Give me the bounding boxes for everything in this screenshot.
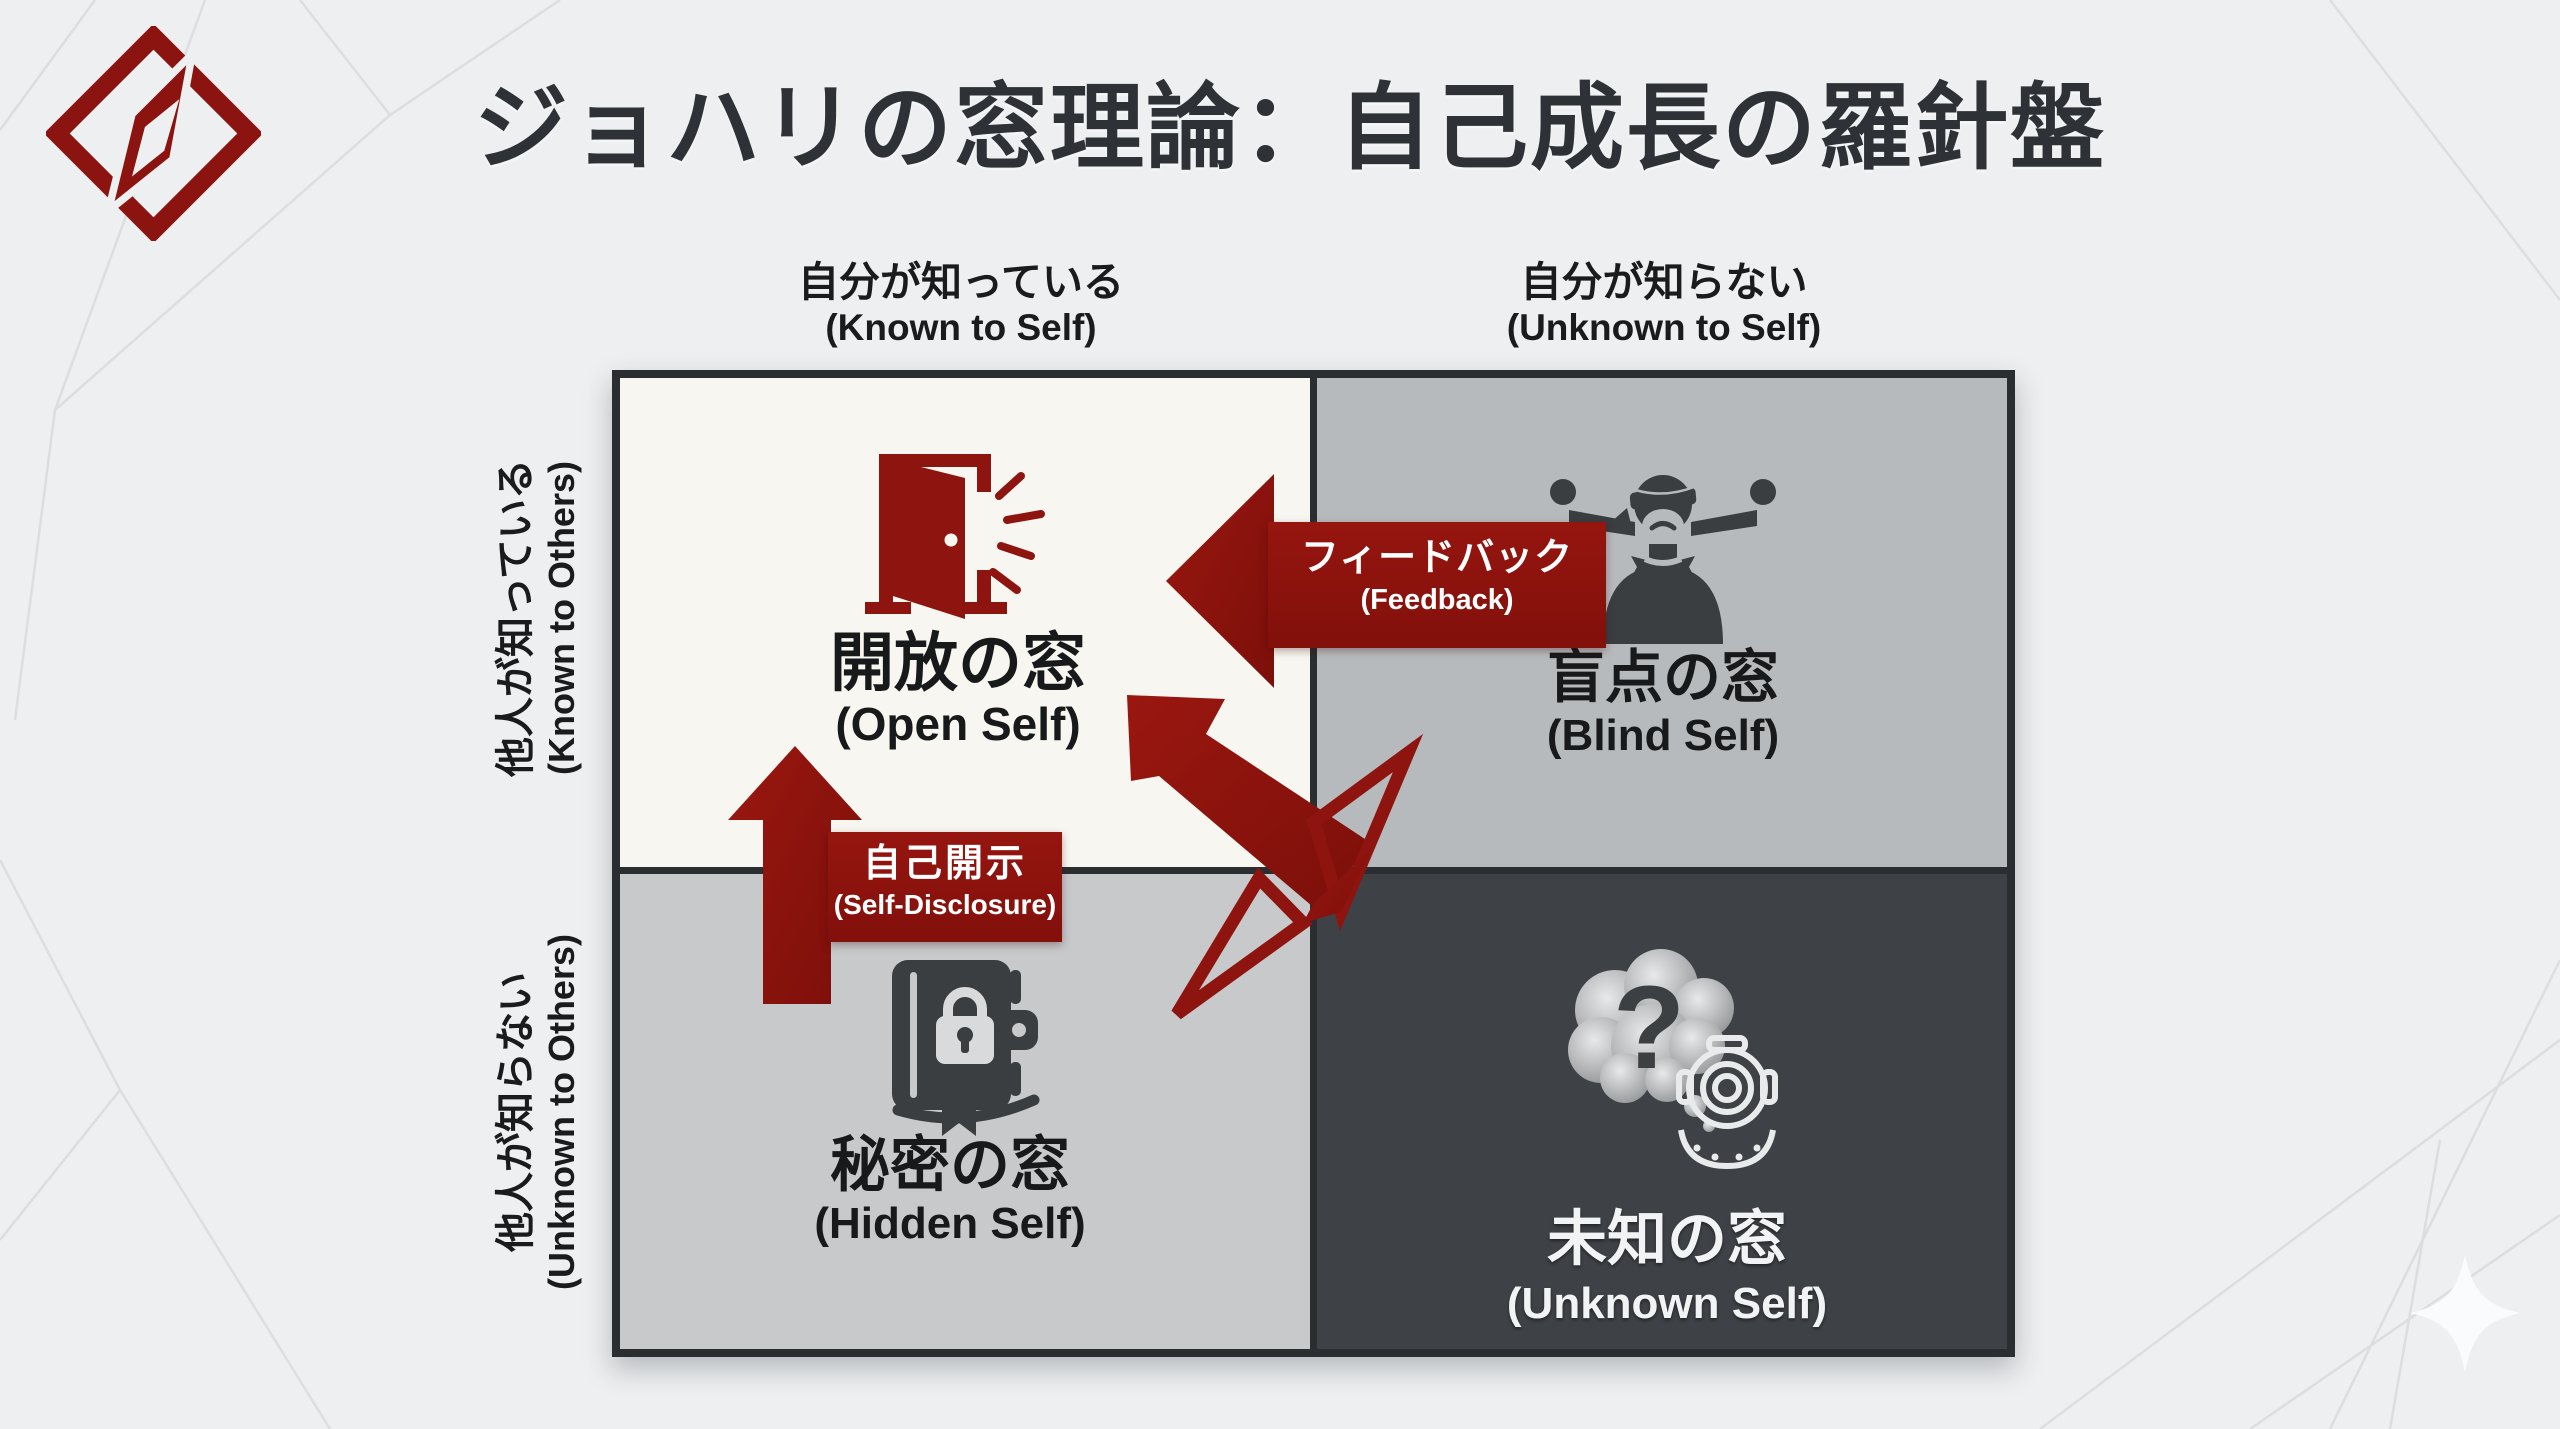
feedback-label: フィードバック (Feedback) bbox=[1268, 522, 1606, 648]
johari-window-matrix: 開放の窓 (Open Self) 盲点の窓 (Blind Sel bbox=[612, 370, 2015, 1357]
self-disclosure-label: 自己開示 (Self-Disclosure) bbox=[828, 832, 1062, 942]
column-header-known-to-self: 自分が知っている (Known to Self) bbox=[701, 258, 1221, 350]
svg-text:?: ? bbox=[1613, 962, 1685, 1094]
column-header-jp: 自分が知っている bbox=[798, 259, 1124, 305]
feedback-arrowhead bbox=[1166, 474, 1274, 688]
self-disclosure-label-jp: 自己開示 bbox=[862, 843, 1027, 885]
page-title: ジョハリの窓理論：自己成長の羅針盤 bbox=[473, 75, 2107, 180]
locked-diary-icon bbox=[892, 960, 1040, 1136]
exchange-arrow-solid bbox=[1127, 695, 1374, 906]
quadrant-unknown-self: ? 未知の窓 (Unknown Self) bbox=[1317, 874, 2007, 1349]
column-header-unknown-to-self: 自分が知らない (Unknown to Self) bbox=[1404, 258, 1924, 350]
quadrant-blind-self: 盲点の窓 (Blind Self) bbox=[1317, 378, 2007, 867]
quadrant-hidden-self: 秘密の窓 (Hidden Self) bbox=[620, 874, 1310, 1349]
quadrant-label-en: (Blind Self) bbox=[1546, 711, 1780, 760]
column-header-en: (Known to Self) bbox=[825, 307, 1097, 348]
feedback-label-en: (Feedback) bbox=[1360, 584, 1514, 616]
quadrant-label-jp: 未知の窓 bbox=[1547, 1205, 1787, 1273]
quadrant-label-jp: 秘密の窓 bbox=[830, 1131, 1070, 1199]
quadrant-label-en: (Unknown Self) bbox=[1506, 1279, 1828, 1328]
exchange-arrow-hollow-tail bbox=[1171, 733, 1424, 1020]
question-cloud-diver-helmet-icon: ? bbox=[1568, 949, 1778, 1170]
column-header-jp: 自分が知らない bbox=[1520, 259, 1808, 305]
feedback-label-jp: フィードバック bbox=[1300, 537, 1574, 579]
blindfolded-person-pointing-icon bbox=[1550, 475, 1776, 644]
open-door-icon bbox=[865, 454, 1045, 619]
exchange-arrow-fold bbox=[1303, 845, 1374, 923]
quadrant-label-jp: 開放の窓 bbox=[830, 627, 1086, 699]
quadrant-label-en: (Hidden Self) bbox=[814, 1199, 1086, 1248]
quadrant-label-en: (Open Self) bbox=[835, 698, 1081, 750]
column-header-en: (Unknown to Self) bbox=[1506, 307, 1822, 348]
compass-nib-logo-icon bbox=[46, 26, 261, 241]
self-disclosure-label-en: (Self-Disclosure) bbox=[833, 889, 1057, 920]
quadrant-label-jp: 盲点の窓 bbox=[1546, 645, 1780, 710]
